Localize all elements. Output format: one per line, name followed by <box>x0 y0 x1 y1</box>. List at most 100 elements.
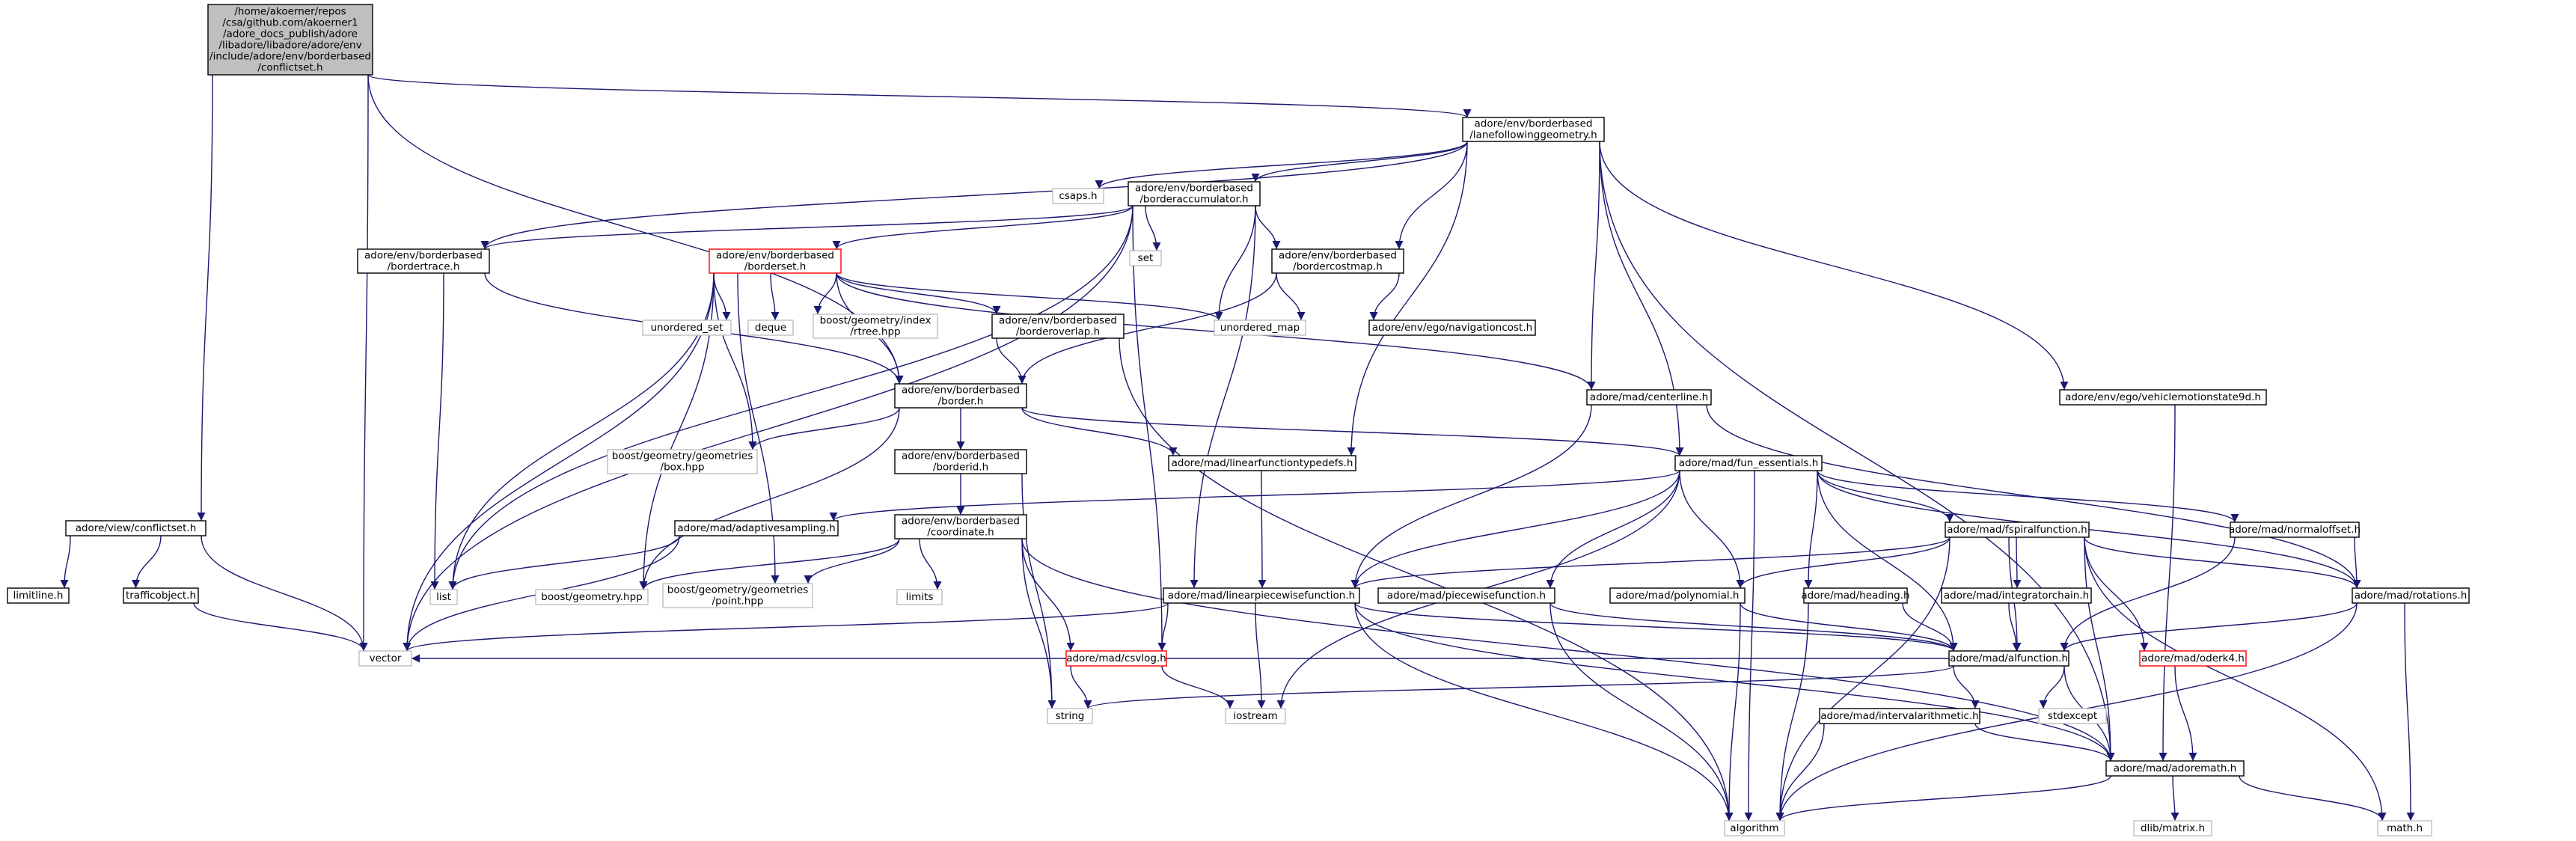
node-dlibmatrix[interactable]: dlib/matrix.h <box>2133 820 2212 837</box>
node-stdexcept[interactable]: stdexcept <box>2038 708 2107 724</box>
node-label-line: math.h <box>2387 822 2423 834</box>
edge-fspiral-to-oderk4 <box>2084 536 2149 652</box>
node-mathh[interactable]: math.h <box>2377 820 2432 837</box>
node-label-line: dlib/matrix.h <box>2141 822 2205 834</box>
node-borderset[interactable]: adore/env/borderbased/borderset.h <box>709 248 842 274</box>
node-box <box>1674 455 1823 471</box>
node-box <box>535 589 649 605</box>
node-box <box>1214 319 1306 336</box>
node-bordertrace[interactable]: adore/env/borderbased/bordertrace.h <box>357 248 490 274</box>
node-root: /home/akoerner/repos/csa/github.com/akoe… <box>207 4 373 76</box>
node-point[interactable]: boost/geometry/geometries/point.hpp <box>662 583 813 608</box>
node-lanefollowing[interactable]: adore/env/borderbased/lanefollowinggeome… <box>1462 117 1605 142</box>
node-borderaccumulator[interactable]: adore/env/borderbased/borderaccumulator.… <box>1128 181 1261 207</box>
node-label-line: unordered_map <box>1220 322 1300 334</box>
node-set[interactable]: set <box>1129 250 1162 266</box>
node-oderk4[interactable]: adore/mad/oderk4.h <box>2139 650 2247 667</box>
node-limits[interactable]: limits <box>896 589 943 605</box>
edge-borderset-to-borderoverlap <box>836 272 1001 315</box>
node-box[interactable]: boost/geometry/geometries/box.hpp <box>607 449 758 474</box>
node-label-line: adore/env/borderbased <box>716 250 834 262</box>
edge-coordinate-to-boostgeometry <box>639 538 900 590</box>
node-trafficobject[interactable]: trafficobject.h <box>123 587 199 604</box>
node-box <box>2352 587 2470 604</box>
node-vehiclemotionstate[interactable]: adore/env/ego/vehiclemotionstate9d.h <box>2059 389 2267 406</box>
node-borderid[interactable]: adore/env/borderbased/borderid.h <box>894 449 1027 474</box>
edge-borderaccumulator-to-unordered-map <box>1214 205 1256 321</box>
node-box <box>1163 587 1360 604</box>
node-rtree[interactable]: boost/geometry/index/rtree.hpp <box>813 314 938 339</box>
node-box <box>1129 250 1162 266</box>
edge-csvlog-to-string <box>1070 665 1092 709</box>
node-alfunction[interactable]: adore/mad/alfunction.h <box>1948 650 2069 667</box>
edge-polynomial-to-alfunction <box>1740 602 1958 652</box>
node-csaps[interactable]: csaps.h <box>1052 188 1104 204</box>
edge-lanefollowing-to-bordercostmap <box>1395 141 1468 250</box>
node-label-line: algorithm <box>1730 822 1778 834</box>
node-label-line: /lanefollowinggeometry.h <box>1469 129 1597 141</box>
node-navigationcost[interactable]: adore/env/ego/navigationcost.h <box>1368 319 1536 336</box>
node-bordercostmap[interactable]: adore/env/borderbased/bordercostmap.h <box>1271 248 1404 274</box>
node-label-line: adore/view/conflictset.h <box>76 522 197 534</box>
node-label-line: adore/env/borderbased <box>1475 118 1593 130</box>
edge-piecewise-to-alfunction <box>1549 602 1958 652</box>
node-label-line: adore/env/borderbased <box>902 385 1020 397</box>
edge-coordinate-to-point <box>804 538 900 584</box>
node-boostgeometry[interactable]: boost/geometry.hpp <box>535 589 649 605</box>
edge-bordercostmap-to-border <box>1018 272 1277 385</box>
node-vector[interactable]: vector <box>358 650 412 667</box>
node-iostream[interactable]: iostream <box>1225 708 1286 724</box>
edge-linearpiecewise-to-iostream <box>1255 602 1266 709</box>
node-label-line: trafficobject.h <box>126 590 196 602</box>
node-fspiral[interactable]: adore/mad/fspiralfunction.h <box>1945 522 2090 538</box>
node-adoremath[interactable]: adore/mad/adoremath.h <box>2105 760 2245 777</box>
edge-centerline-to-linearpiecewise <box>1350 404 1592 589</box>
node-rotations[interactable]: adore/mad/rotations.h <box>2352 587 2470 604</box>
node-normaloffset[interactable]: adore/mad/normaloffset.h <box>2229 522 2361 538</box>
node-label-line: adore/mad/adoremath.h <box>2114 762 2237 774</box>
edge-borderset-to-unordered-map <box>836 272 1223 321</box>
node-polynomial[interactable]: adore/mad/polynomial.h <box>1609 587 1746 604</box>
edge-borderset-to-box <box>713 272 757 450</box>
node-border[interactable]: adore/env/borderbased/border.h <box>894 383 1027 409</box>
edge-lanefollowing-to-fun-essentials <box>1599 141 1684 456</box>
node-label-line: adore/env/borderbased <box>902 450 1020 462</box>
node-box <box>7 587 70 604</box>
edge-coordinate-to-string <box>1021 538 1056 709</box>
edge-linearpiecewise-to-algorithm <box>1354 602 1734 822</box>
node-string[interactable]: string <box>1047 708 1093 724</box>
node-label-line: deque <box>755 322 786 334</box>
node-list[interactable]: list <box>429 589 458 605</box>
node-deque[interactable]: deque <box>747 319 794 336</box>
node-intervalarith[interactable]: adore/mad/intervalarithmetic.h <box>1819 708 1980 724</box>
node-integratorchain[interactable]: adore/mad/integratorchain.h <box>1941 587 2092 604</box>
node-label-line: /include/adore/env/borderbased <box>209 51 371 63</box>
node-unordered-map[interactable]: unordered_map <box>1214 319 1306 336</box>
node-borderoverlap[interactable]: adore/env/borderbased/borderoverlap.h <box>991 314 1125 339</box>
node-label-line: /adore_docs_publish/adore <box>223 28 358 40</box>
node-box <box>1941 587 2092 604</box>
node-algorithm[interactable]: algorithm <box>1724 820 1785 837</box>
edge-borderaccumulator-to-vector <box>403 205 1133 652</box>
node-unordered-set[interactable]: unordered_set <box>642 319 732 336</box>
node-lineartypedefs[interactable]: adore/mad/linearfunctiontypedefs.h <box>1168 455 1356 471</box>
edge-borderaccumulator-to-bordertrace <box>480 205 1133 250</box>
node-centerline[interactable]: adore/mad/centerline.h <box>1586 389 1712 406</box>
node-csvlog[interactable]: adore/mad/csvlog.h <box>1065 650 1167 667</box>
node-label-line: adore/mad/alfunction.h <box>1950 652 2068 664</box>
node-coordinate[interactable]: adore/env/borderbased/coordinate.h <box>894 514 1027 539</box>
edge-fun-essentials-to-algorithm <box>1744 470 1755 822</box>
node-limitline[interactable]: limitline.h <box>7 587 70 604</box>
edge-border-to-box <box>748 407 900 450</box>
node-conflictset-view[interactable]: adore/view/conflictset.h <box>65 520 206 536</box>
edge-alfunction-to-string <box>1083 665 1954 709</box>
node-piecewise[interactable]: adore/mad/piecewisefunction.h <box>1377 587 1555 604</box>
node-fun-essentials[interactable]: adore/mad/fun_essentials.h <box>1674 455 1823 471</box>
node-heading[interactable]: adore/mad/heading.h <box>1801 587 1910 604</box>
node-box <box>1047 708 1093 724</box>
node-box <box>1819 708 1980 724</box>
node-adaptivesampling[interactable]: adore/mad/adaptivesampling.h <box>674 520 839 536</box>
node-linearpiecewise[interactable]: adore/mad/linearpiecewisefunction.h <box>1163 587 1360 604</box>
edge-coordinate-to-csvlog <box>1021 538 1075 652</box>
node-box <box>1128 181 1261 207</box>
